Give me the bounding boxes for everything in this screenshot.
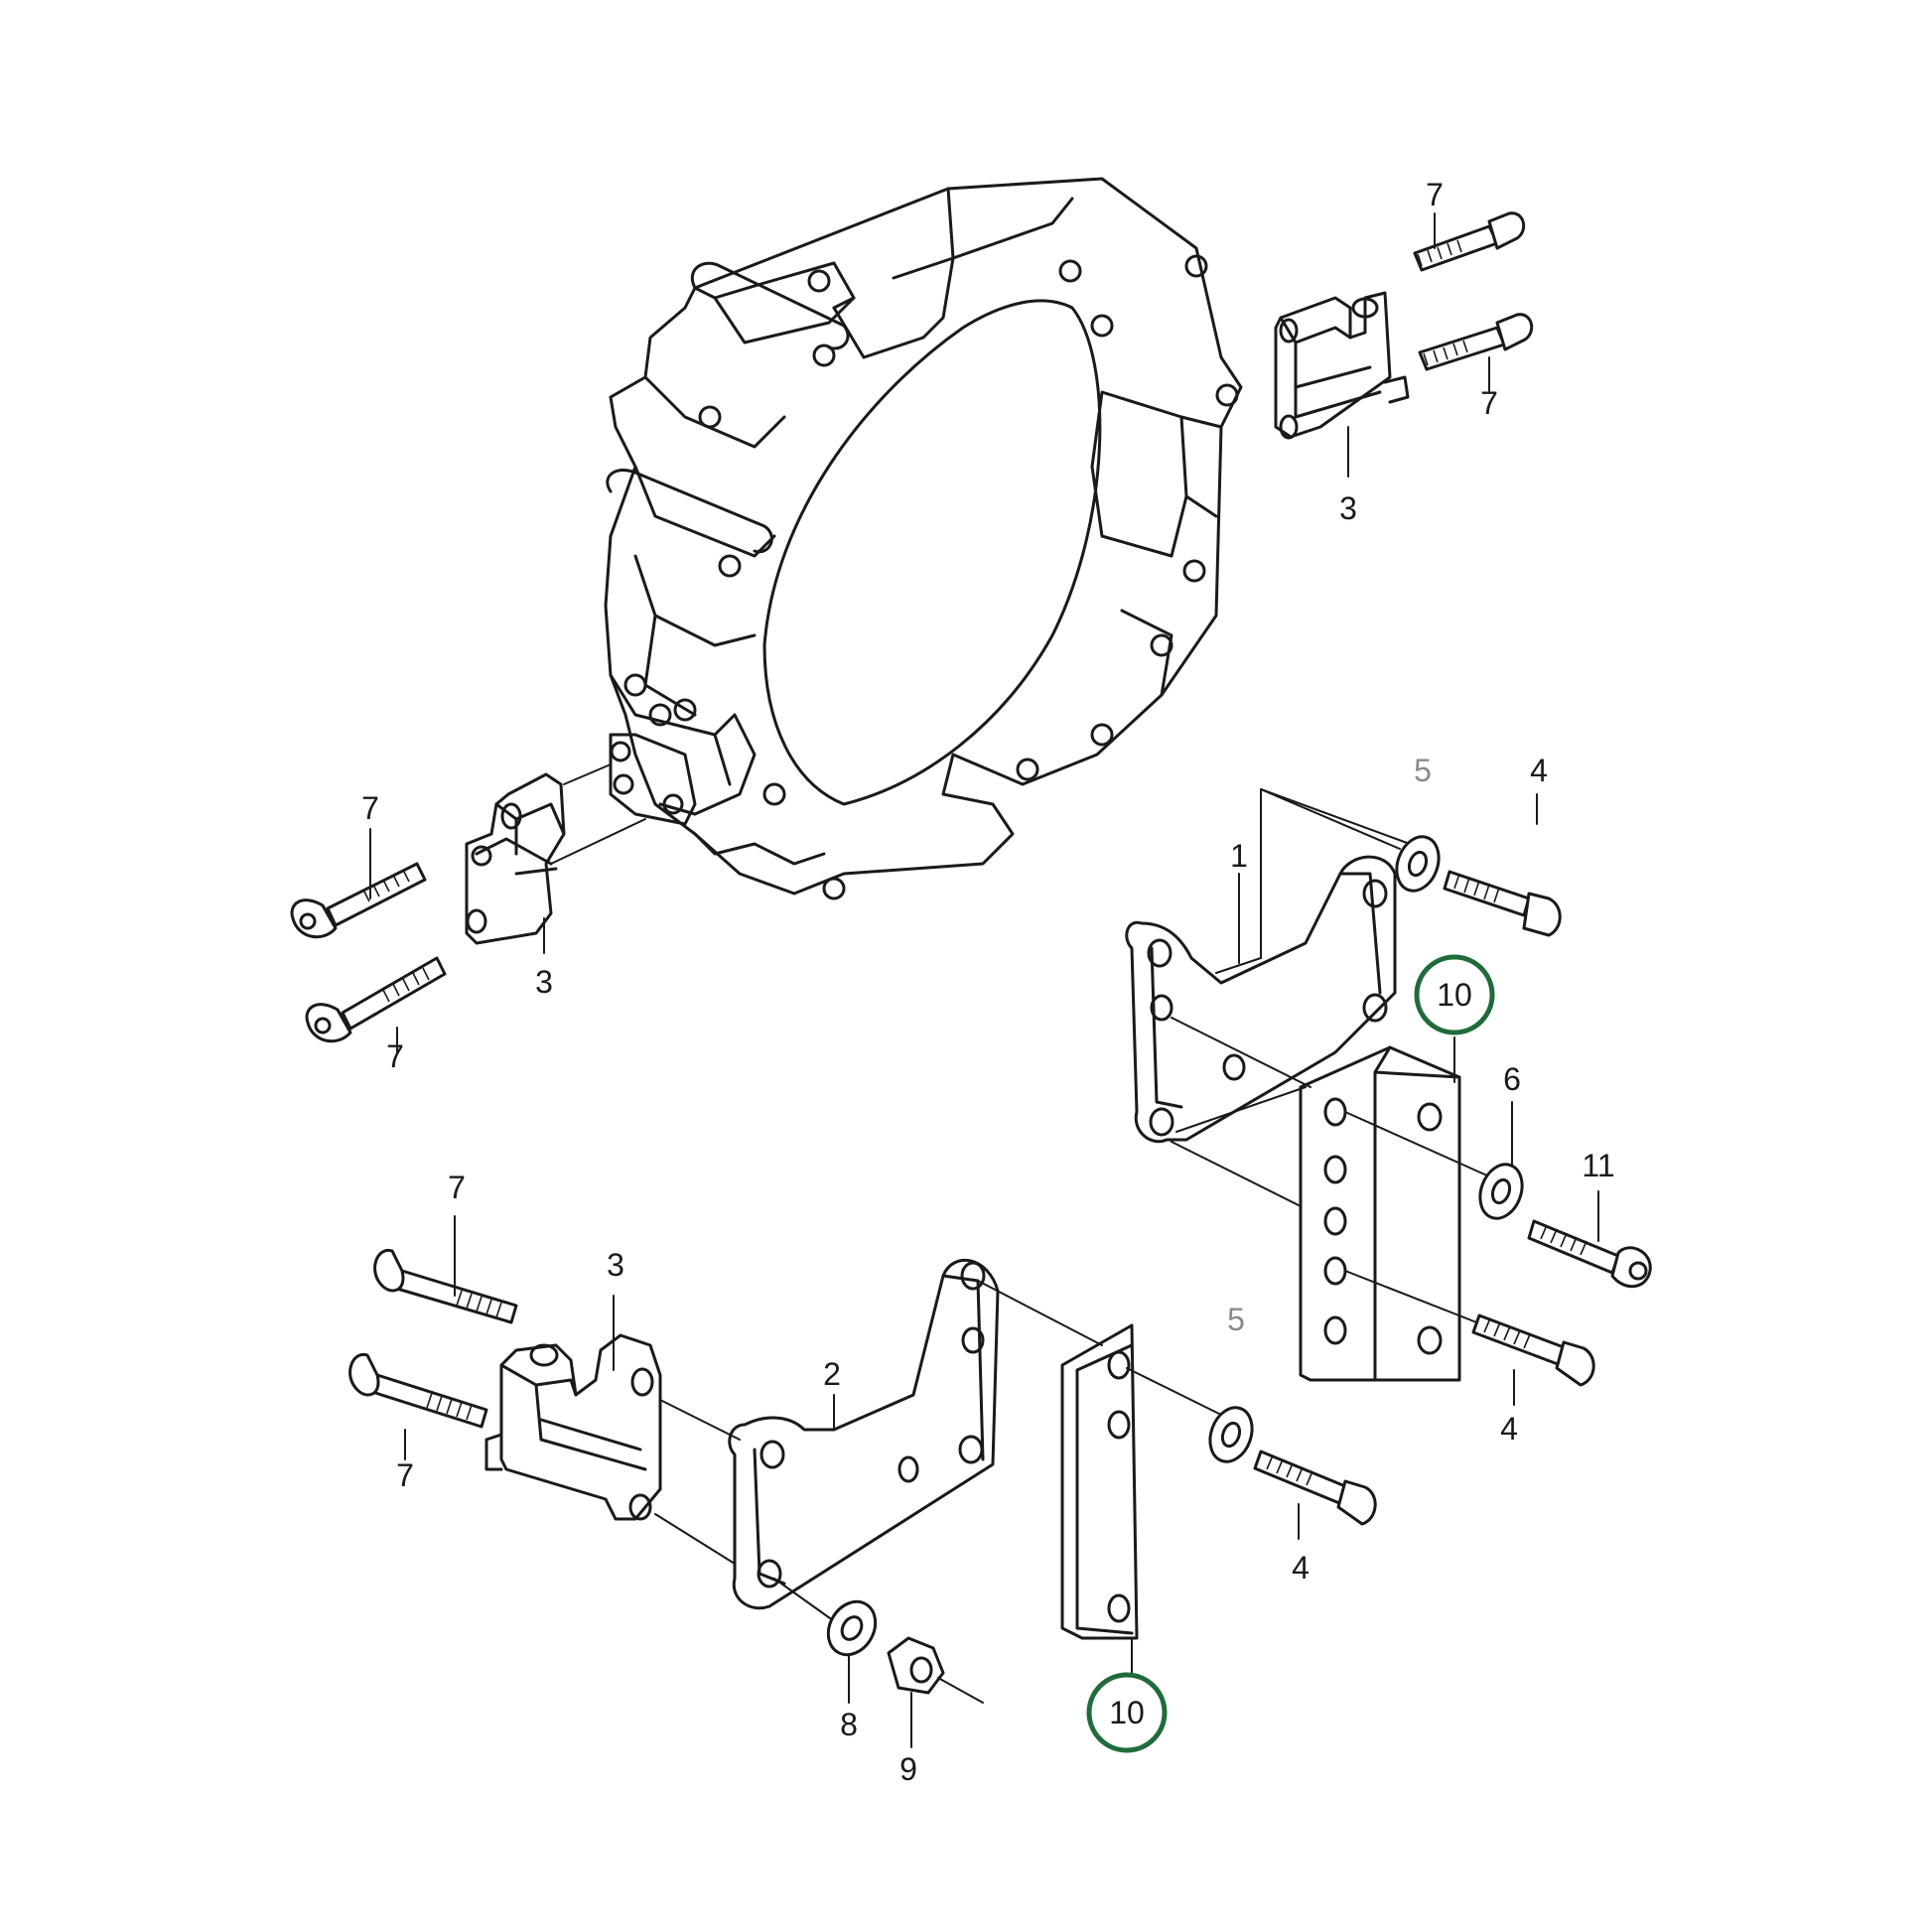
bolt-7-lower-a [373, 1248, 518, 1324]
callout-3: 3 [607, 1247, 624, 1283]
bolt-7-upper-a [1413, 211, 1526, 272]
leader-lines [369, 212, 1599, 1748]
bolt-11 [1527, 1219, 1652, 1289]
callout-10-upper-ring: 10 [1414, 954, 1495, 1035]
washer-5-upper [1260, 788, 1441, 893]
callout-5: 5 [1414, 753, 1432, 788]
flywheel-housing [604, 177, 1243, 900]
callout-9: 9 [899, 1751, 917, 1787]
callout-3: 3 [1339, 490, 1357, 526]
engine-mount-plate-1 [1125, 788, 1411, 1207]
callout-7: 7 [1426, 177, 1444, 212]
housing-bolt-holes [623, 254, 1239, 900]
callout-7: 7 [361, 790, 379, 826]
callout-6: 6 [1503, 1061, 1521, 1097]
callout-4: 4 [1292, 1550, 1310, 1586]
callout-7: 7 [396, 1457, 414, 1493]
left-bracket [465, 763, 646, 945]
callout-10: 10 [1437, 977, 1472, 1013]
callout-7: 7 [1480, 385, 1498, 421]
washer-8 [826, 1599, 878, 1657]
washer-5-lower [1208, 1406, 1254, 1463]
flat-bracket-10-lower [1060, 1323, 1222, 1640]
bolt-7-left-b [305, 956, 447, 1043]
callout-2: 2 [823, 1356, 841, 1392]
callout-4: 4 [1500, 1411, 1518, 1447]
callouts: 7 7 3 7 3 7 5 4 1 10 6 11 4 7 3 7 2 5 4 … [361, 177, 1615, 1787]
washer-6 [1478, 1163, 1524, 1220]
bolt-4-lower [1253, 1449, 1377, 1526]
angle-bracket-10-upper [1299, 1045, 1490, 1382]
bolt-7-left-a [290, 862, 427, 939]
upper-right-bracket [1274, 291, 1410, 440]
bolt-4-upper [1443, 870, 1562, 937]
bolt-7-lower-b [348, 1352, 488, 1429]
callout-7: 7 [448, 1170, 466, 1205]
nut-9 [887, 1636, 984, 1704]
bolt-4-right [1471, 1313, 1595, 1387]
callout-11: 11 [1582, 1148, 1614, 1183]
callout-1: 1 [1230, 838, 1248, 874]
callout-5: 5 [1227, 1302, 1245, 1337]
callout-3: 3 [535, 964, 553, 1000]
lower-bracket [484, 1333, 741, 1565]
callout-8: 8 [840, 1707, 858, 1742]
callout-10-lower-ring: 10 [1086, 1672, 1168, 1753]
callout-7: 7 [386, 1038, 404, 1074]
callout-4: 4 [1530, 753, 1548, 788]
engine-mount-plate-2 [728, 1258, 1103, 1629]
bolt-7-upper-b [1418, 313, 1534, 371]
callout-10: 10 [1109, 1695, 1145, 1730]
